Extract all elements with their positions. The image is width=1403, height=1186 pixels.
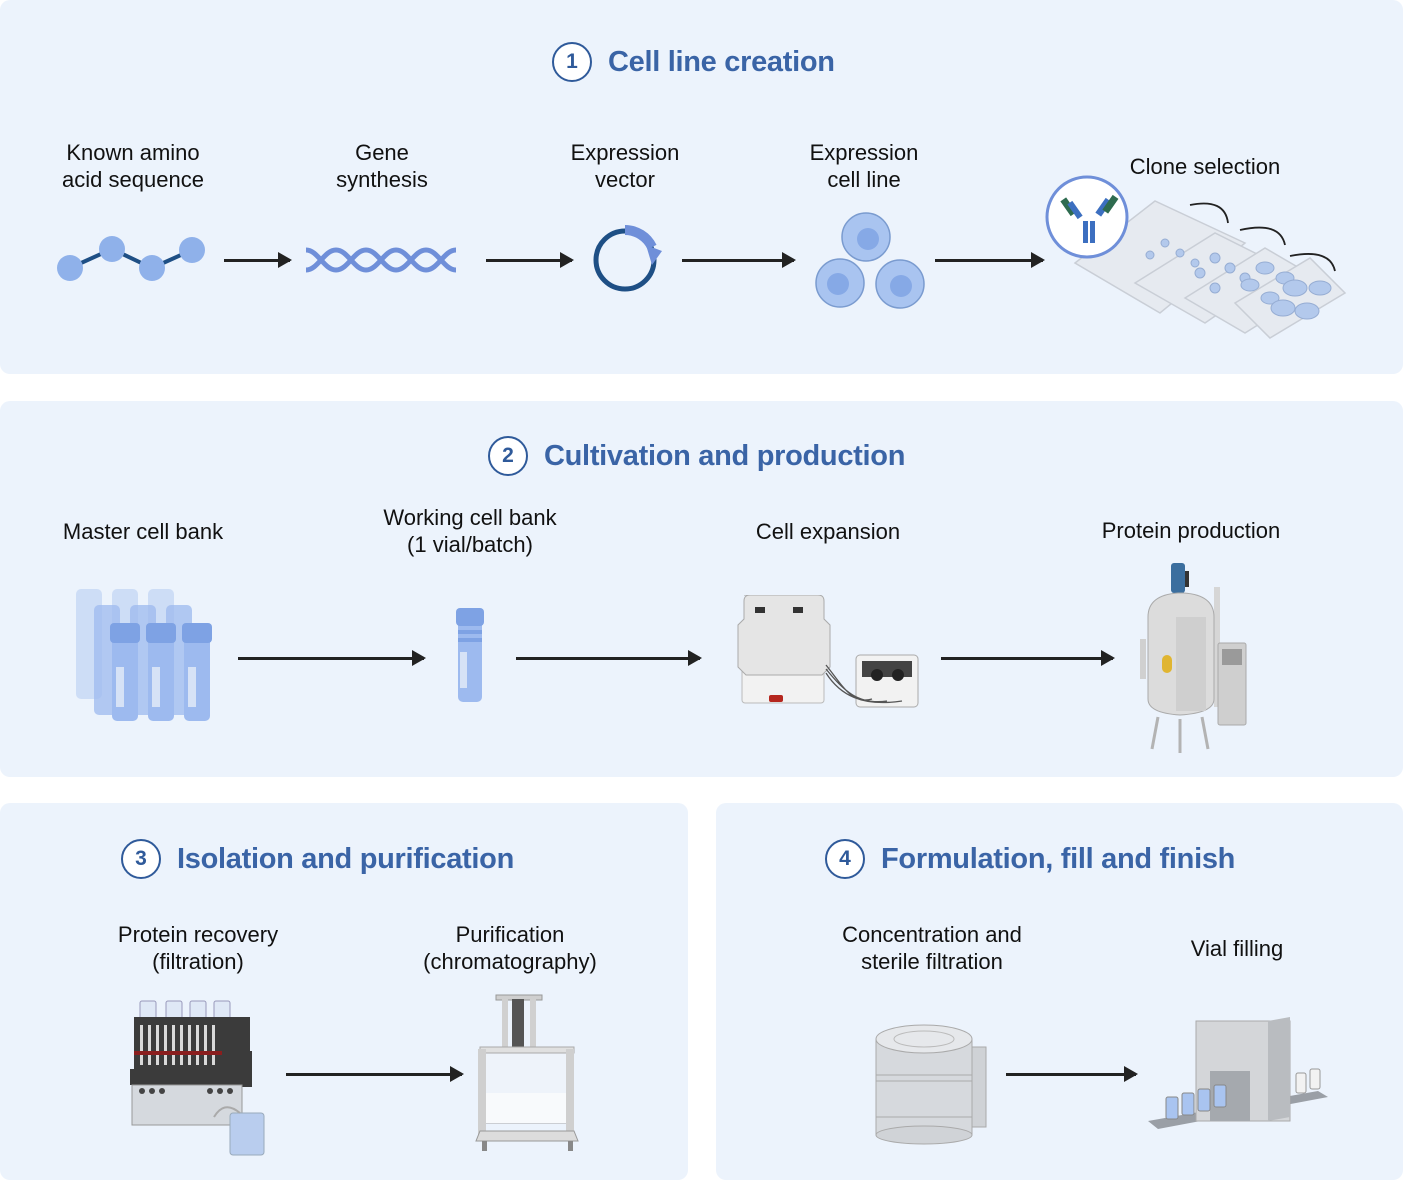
label-line: Master cell bank [62, 519, 224, 544]
step-label: Gene synthesis [336, 139, 428, 193]
label-line: Purification [455, 922, 565, 947]
amino-acid-chain-icon [57, 236, 205, 281]
step-number-badge: 2 [488, 436, 528, 476]
step-label: Cell expansion [756, 518, 900, 545]
step-label: Expression cell line [810, 139, 919, 193]
section-title: Isolation and purification [177, 842, 514, 875]
vial-rack-icon [76, 589, 212, 721]
section-heading: 2 Cultivation and production [488, 436, 905, 476]
step-number-badge: 4 [825, 839, 865, 879]
section-title: Cultivation and production [544, 439, 906, 472]
step-label: Protein recovery (filtration) [118, 921, 278, 975]
label-line: Known amino [66, 140, 200, 165]
label-line: Protein production [1101, 518, 1281, 543]
label-line: synthesis [336, 167, 428, 192]
label-line: Clone selection [1129, 154, 1281, 179]
step-label: Master cell bank [63, 518, 223, 545]
flow-arrow [486, 252, 574, 268]
flow-arrow [1006, 1066, 1138, 1082]
label-line: Cell expansion [755, 519, 901, 544]
rocking-bioreactor-icon [737, 595, 919, 708]
step-label: Concentration and sterile filtration [842, 921, 1022, 975]
label-line: Gene [355, 140, 409, 165]
step-label: Working cell bank (1 vial/batch) [383, 504, 556, 558]
section-heading: 3 Isolation and purification [121, 839, 514, 879]
section-title: Formulation, fill and finish [881, 842, 1236, 875]
label-line: vector [595, 167, 655, 192]
flow-arrow [286, 1066, 464, 1082]
vial-filling-machine-icon [1148, 1017, 1328, 1129]
flow-arrow [682, 252, 796, 268]
step-label: Expression vector [571, 139, 680, 193]
section-isolation-purification: 3 Isolation and purification Protein rec… [0, 803, 688, 1180]
filtration-system-icon [130, 1000, 265, 1156]
section-heading: 4 Formulation, fill and finish [825, 839, 1235, 879]
section-heading: 1 Cell line creation [552, 42, 835, 82]
label-line: (chromatography) [423, 949, 597, 974]
flow-arrow [941, 650, 1115, 666]
step-number-badge: 3 [121, 839, 161, 879]
cells-icon [815, 212, 925, 309]
label-line: Expression [809, 140, 919, 165]
label-line: Expression [570, 140, 680, 165]
section-cell-line-creation: 1 Cell line creation Known amino acid se… [0, 0, 1403, 374]
label-line: sterile filtration [861, 949, 1003, 974]
step-label: Known amino acid sequence [62, 139, 204, 193]
section-formulation-fill-finish: 4 Formulation, fill and finish Concentra… [716, 803, 1403, 1180]
single-vial-icon [456, 608, 484, 702]
label-line: acid sequence [62, 167, 204, 192]
label-line: Working cell bank [383, 505, 557, 530]
label-line: cell line [827, 167, 901, 192]
flow-arrow [238, 650, 426, 666]
label-line: (filtration) [152, 949, 244, 974]
section-title: Cell line creation [608, 45, 835, 78]
dna-helix-icon [305, 247, 457, 273]
step-label: Clone selection [1130, 153, 1280, 180]
plasmid-vector-icon [593, 225, 662, 292]
label-line: (1 vial/batch) [407, 532, 533, 557]
label-line: Concentration and [842, 922, 1022, 947]
step-label: Protein production [1102, 517, 1281, 544]
label-line: Protein recovery [117, 922, 279, 947]
well-plates-antibody-icon [1045, 175, 1347, 339]
step-number-badge: 1 [552, 42, 592, 82]
step-label: Vial filling [1191, 935, 1284, 962]
flow-arrow [516, 650, 702, 666]
label-line: Vial filling [1190, 936, 1284, 961]
flow-arrow [224, 252, 292, 268]
bioreactor-tank-icon [1140, 563, 1247, 753]
step-label: Purification (chromatography) [423, 921, 597, 975]
flow-arrow [935, 252, 1045, 268]
section-cultivation-production: 2 Cultivation and production Master cell… [0, 401, 1403, 777]
filter-capsule-icon [875, 1024, 987, 1145]
chromatography-column-icon [475, 994, 579, 1151]
